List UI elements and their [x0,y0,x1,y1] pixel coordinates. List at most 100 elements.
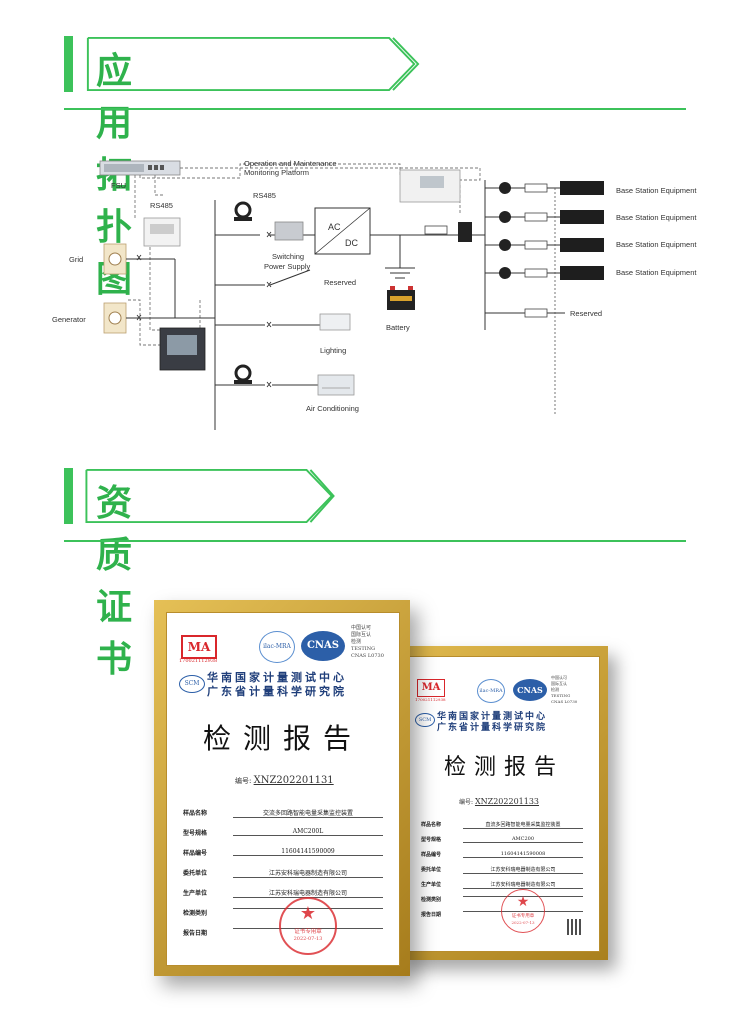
stamp-text: 证书专用章 [511,914,535,919]
row-label: 生产单位 [421,882,442,888]
generator-label: Generator [52,315,86,324]
row-value: 江苏安科瑞电器制造有限公司 [463,881,583,889]
ct-clamp-1 [234,201,252,221]
reserved-right-label: Reserved [570,309,603,318]
air-conditioning-label: Air Conditioning [306,404,359,413]
rs485-top-label: RS485 [253,191,276,200]
row-label: 报告日期 [183,930,208,937]
qr-code [567,919,583,935]
grid-label: Grid [69,255,84,264]
number-label: 编号: [459,799,474,806]
number-value: XNZ202201133 [474,797,540,806]
row-label: 检测类别 [183,910,208,917]
certificate-title: 资质证书 [96,483,135,680]
stamp-star-icon: ★ [299,903,317,924]
cma-code: 170021112938 [179,658,218,664]
scm-logo: SCM [415,713,435,727]
certificate-2: MA 170021112938 ilac-MRA CNAS 中国认可 国际互认 … [398,646,608,960]
row-label: 型号规格 [183,830,208,837]
number-label: 编号: [235,777,252,785]
row-value: 11604141590008 [463,851,583,858]
official-stamp: ★ 证书专用章 2022-07-13 [279,897,337,955]
row-value: 江苏安科瑞电器制造有限公司 [463,866,583,874]
switching-power-supply [274,207,371,255]
row-value: AMC200 [463,836,583,843]
bse-label-3: Base Station Equipment [616,240,697,249]
info-row: 委托单位 江苏安科瑞电器制造有限公司 [183,868,393,888]
row-label: 样品编号 [421,852,442,858]
bse-label-1: Base Station Equipment [616,186,697,195]
breaker-marks [136,231,272,388]
stamp-star-icon: ★ [516,894,530,910]
report-number: 编号: XNZ202201131 [235,775,334,786]
cnas-logo: CNAS [513,679,547,701]
info-row: 型号规格 AMC200 [421,836,591,851]
header-badge-outline [85,468,335,524]
report-title: 检测报告 [202,722,363,755]
cnas-side-5: CNAS L0730 [551,699,578,704]
row-label: 委托单位 [183,870,208,877]
switching-label-2: Power Supply [264,262,311,271]
cnas-side-4: TESTING [551,693,571,698]
cma-logo: MA [181,635,217,659]
row-label: 委托单位 [421,867,442,873]
stamp-text: 证书专用章 [294,929,322,935]
stamp-date: 2022-07-13 [293,936,323,942]
lighting-fixture [319,313,351,331]
cnas-side-4: TESTING [351,646,376,652]
row-label: 检测类别 [421,897,442,903]
lighting-label: Lighting [320,346,347,355]
power-lines [126,180,565,430]
institute-line-2: 广东省计量科学研究院 [207,685,347,698]
row-label: 报告日期 [421,912,442,918]
info-row: 样品名称 直流多回路智能电量采集监控装置 [421,821,591,836]
info-row: 委托单位 江苏安科瑞电器制造有限公司 [421,866,591,881]
cnas-side-5: CNAS L0730 [351,653,384,659]
platform-label-1: Operation and Maintenance [244,159,337,168]
row-label: 样品名称 [421,822,442,828]
cnas-side-text: 中国认可 国际互认 检测 TESTING CNAS L0730 [551,675,577,705]
header-accent-bar [64,468,73,524]
row-value: 江苏安科瑞电器制造有限公司 [233,868,383,878]
official-stamp: ★ 证书专用章 2022-07-13 [501,889,545,933]
dc-meter [399,169,461,203]
ct-right-main [458,222,472,242]
row-value: 直流多回路智能电量采集监控装置 [463,821,583,829]
ct-clamp-2 [234,364,252,384]
row-label: 样品名称 [183,810,208,817]
institute-line-1: 华南国家计量测试中心 [207,671,347,684]
generator-sensor [103,302,127,334]
fsu-label: FSU [111,181,126,190]
fuses [424,183,548,318]
cnas-side-3: 检测 [551,687,559,692]
report-title: 检测报告 [443,755,564,780]
ct-right-branches [499,182,511,279]
info-row: 生产单位 江苏安科瑞电器制造有限公司 [421,881,591,896]
header-accent-bar [64,36,73,92]
cnas-side-1: 中国认可 [351,625,372,631]
header-divider [64,108,686,110]
air-conditioner [317,374,355,396]
certificate-1: MA 170021112938 ilac-MRA CNAS 中国认可 国际互认 … [154,600,410,976]
cnas-side-2: 国际互认 [551,681,567,686]
fsu-device [99,160,181,176]
stamp-date: 2022-07-13 [511,920,535,925]
institute-line-2: 广东省计量科学研究院 [437,723,548,733]
monitoring-device [159,327,206,371]
info-row: 样品名称 交流多回路智能电量采集监控装置 [183,808,393,828]
cnas-logo: CNAS [301,631,345,661]
ilac-mra-logo: ilac-MRA [477,679,505,703]
row-label: 型号规格 [421,837,442,843]
row-value: 交流多回路智能电量采集监控装置 [233,808,383,818]
ilac-mra-logo: ilac-MRA [259,631,295,663]
platform-label-2: Monitoring Platform [244,168,310,177]
cma-code: 170021112938 [415,697,446,702]
bse-label-4: Base Station Equipment [616,268,697,277]
row-label: 生产单位 [183,890,208,897]
battery-label: Battery [386,323,410,332]
info-row: 样品编号 11604141590008 [421,851,591,866]
cnas-side-3: 检测 [351,639,362,645]
ac-label: AC [328,222,341,232]
cnas-side-text: 中国认可 国际互认 检测 TESTING CNAS L0730 [351,625,384,660]
